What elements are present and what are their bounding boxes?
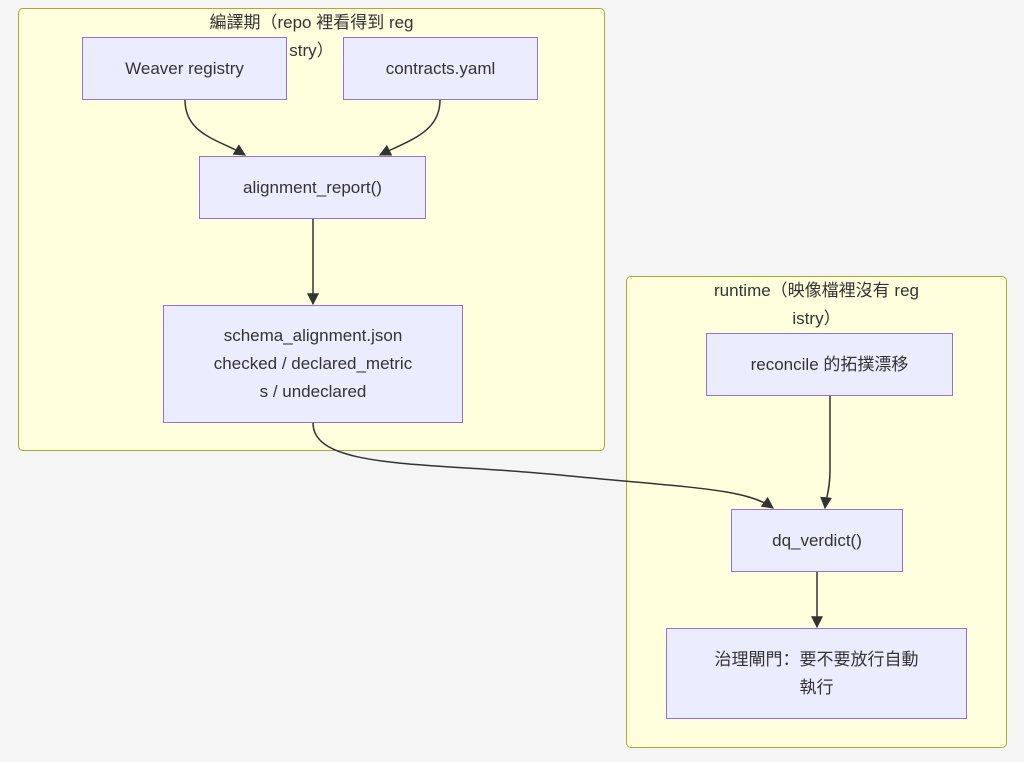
alignment-report-label: alignment_report() [243, 177, 382, 197]
governance-gate-line1: 治理閘門：要不要放行自動 [714, 649, 919, 669]
dq-verdict-node[interactable]: dq_verdict() [731, 509, 903, 572]
runtime-title-line1: runtime（映像檔裡沒有 reg [714, 281, 919, 300]
schema-alignment-line2: checked / declared_metric [213, 354, 413, 373]
schema-alignment-line1: schema_alignment.json [223, 326, 403, 345]
weaver-registry-node[interactable]: Weaver registry [82, 37, 287, 100]
alignment-report-node[interactable]: alignment_report() [199, 156, 426, 219]
reconcile-node[interactable]: reconcile 的拓撲漂移 [706, 333, 953, 396]
compile-time-title-line1: 編譯期（repo 裡看得到 reg [209, 13, 414, 32]
governance-gate-node[interactable]: 治理閘門：要不要放行自動 執行 [666, 628, 967, 719]
runtime-cluster-title-cont: istry） [627, 305, 1006, 333]
compile-time-title-line2: stry） [289, 41, 334, 60]
runtime-title-line2: istry） [792, 309, 841, 328]
contracts-yaml-label: contracts.yaml [385, 58, 496, 78]
dq-verdict-label: dq_verdict() [772, 530, 862, 550]
reconcile-label: reconcile 的拓撲漂移 [750, 354, 909, 374]
contracts-yaml-node[interactable]: contracts.yaml [343, 37, 538, 100]
schema-alignment-node[interactable]: schema_alignment.json checked / declared… [163, 305, 463, 423]
compile-time-cluster-title: 編譯期（repo 裡看得到 reg [19, 9, 604, 37]
weaver-registry-label: Weaver registry [125, 58, 244, 78]
governance-gate-line2: 執行 [799, 677, 834, 697]
runtime-cluster-title: runtime（映像檔裡沒有 reg [627, 277, 1006, 305]
schema-alignment-line3: s / undeclared [259, 382, 367, 401]
compile-time-cluster-title-cont: stry） [19, 37, 604, 65]
